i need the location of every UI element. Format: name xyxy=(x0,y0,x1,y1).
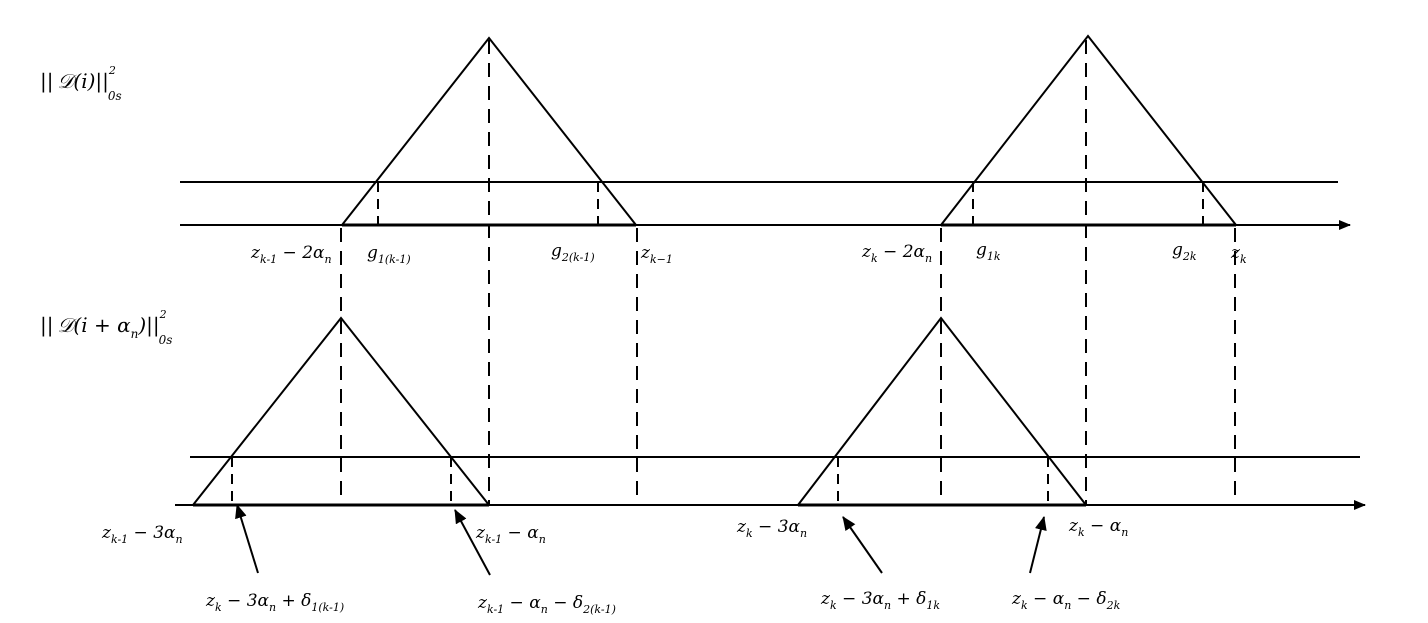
annotation-arrows xyxy=(235,504,1047,576)
bottom-right-triangle xyxy=(797,316,1087,506)
arrow-ann2 xyxy=(454,509,491,576)
connectors xyxy=(340,40,1236,505)
label-ann3: zk − 3αn + δ1k xyxy=(820,589,940,612)
label-g2k: g2k xyxy=(1172,240,1197,263)
label-zk: zk xyxy=(1230,243,1247,266)
label-g1km1: g1(k-1) xyxy=(367,243,411,266)
bottom-left-triangle xyxy=(192,316,490,506)
top-right-triangle xyxy=(940,34,1237,226)
label-zkm1-3a: zk-1 − 3αn xyxy=(101,523,183,546)
label-zk-a: zk − αn xyxy=(1068,516,1128,539)
label-g1k: g1k xyxy=(976,240,1001,263)
label-ann1: zk − 3αn + δ1(k-1) xyxy=(205,591,344,614)
label-zk-3a: zk − 3αn xyxy=(736,517,807,540)
label-ann2: zk-1 − αn − δ2(k-1) xyxy=(477,593,616,616)
top-left-triangle xyxy=(341,36,637,226)
label-ann4: zk − αn − δ2k xyxy=(1011,589,1121,612)
label-zkm1-a: zk-1 − αn xyxy=(475,523,546,546)
label-zkm1-2a: zk-1 − 2αn xyxy=(250,243,332,266)
arrow-ann4 xyxy=(1029,516,1047,574)
label-zkm1: zk−1 xyxy=(640,243,673,266)
top-panel xyxy=(180,34,1351,230)
arrow-ann3 xyxy=(842,516,883,574)
bottom-panel xyxy=(175,316,1366,510)
label-g2km1: g2(k-1) xyxy=(551,241,595,264)
arrow-ann1 xyxy=(235,504,259,574)
label-zk-2a: zk − 2αn xyxy=(861,242,932,265)
